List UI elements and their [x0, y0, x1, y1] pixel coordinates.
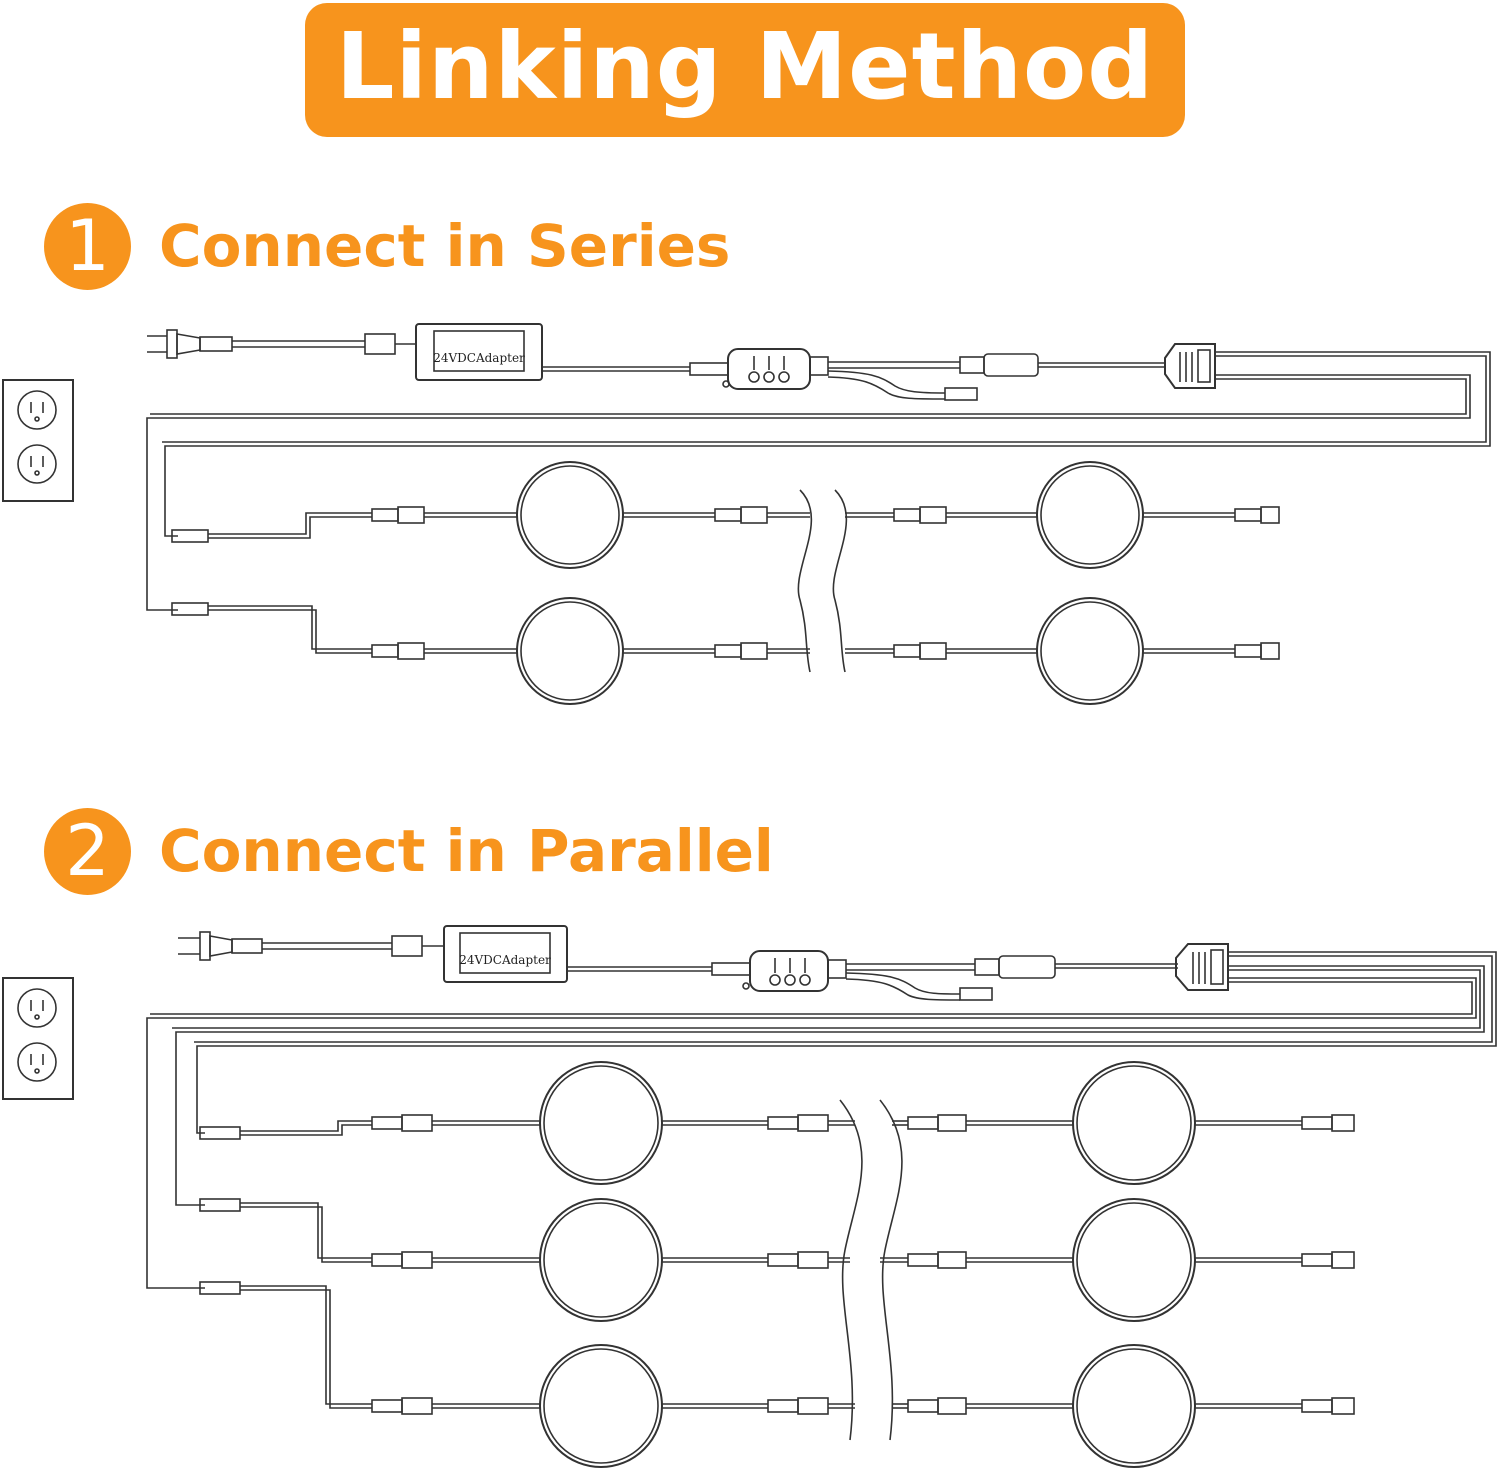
parallel-adapter-label: 24VDCAdapter	[459, 953, 551, 967]
parallel-break-mark	[839, 1099, 903, 1441]
series-row-2	[171, 597, 1280, 705]
title-banner: Linking Method	[305, 3, 1185, 137]
parallel-power-plug-icon	[178, 931, 444, 961]
series-adapter-label: 24VDCAdapter	[433, 351, 525, 365]
series-break-mark	[797, 489, 848, 673]
parallel-remote-controller-icon	[711, 950, 1178, 1001]
parallel-row-1	[199, 1061, 1355, 1185]
step-1-number: 1	[65, 205, 110, 287]
series-row-1	[171, 461, 1280, 569]
parallel-wall-outlet-icon	[2, 977, 74, 1100]
series-remote-controller-icon	[689, 348, 1165, 401]
series-trunk-cable	[146, 351, 1491, 611]
series-splitter-icon	[1164, 343, 1216, 389]
step-2-number: 2	[65, 810, 110, 892]
parallel-row-2	[199, 1198, 1355, 1322]
parallel-power-adapter-icon	[443, 925, 712, 983]
series-wall-outlet-icon	[2, 379, 74, 502]
series-power-plug-icon	[147, 329, 416, 359]
parallel-splitter-icon	[1175, 943, 1229, 991]
step-1-badge: 1	[44, 203, 131, 290]
section-series-title: Connect in Series	[159, 212, 731, 280]
parallel-trunk-cable	[146, 951, 1497, 1289]
section-parallel-title: Connect in Parallel	[159, 817, 774, 885]
step-2-badge: 2	[44, 808, 131, 895]
page-title: Linking Method	[335, 13, 1155, 120]
series-power-adapter-icon	[415, 323, 690, 381]
parallel-row-3	[199, 1281, 1355, 1468]
